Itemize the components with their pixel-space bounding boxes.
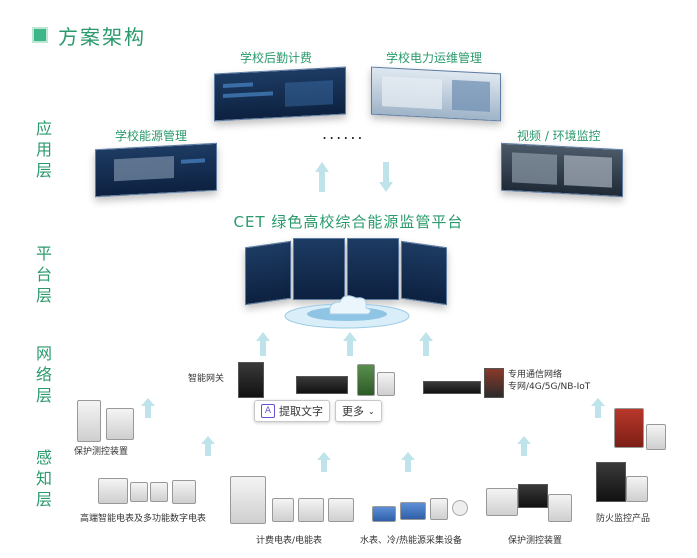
title-icon [32,27,48,43]
energy-screen [95,142,217,198]
up-arrow-icon [517,436,531,456]
page-title: 方案架构 [58,25,146,49]
app-logistics-label: 学校后勤计费 [240,51,313,65]
layer-platform: 平台层 [35,244,52,305]
app-power-ops-label: 学校电力运维管理 [386,51,483,65]
fire-panel-2 [646,424,666,450]
up-arrow-icon [419,332,433,356]
comm-device [484,368,504,398]
more-button[interactable]: 更多 ⌄ [335,400,382,422]
protection-device-top-2 [106,408,134,440]
platform-cloud-icon [284,295,410,329]
billing-meter-2 [272,498,294,522]
app-video-env-label: 视频 / 环境监控 [517,129,601,143]
protection-device-bottom-2 [518,484,548,508]
water-meter-1 [372,506,396,522]
more-label: 更多 [342,405,364,418]
down-arrow-icon [379,162,393,192]
billing-meter-1 [230,476,266,524]
fire-panel-1 [614,408,644,448]
modem-device [357,364,375,396]
text-extract-icon: A [261,404,275,418]
smart-meter-3 [150,482,168,502]
comm-label-2: 专网/4G/5G/NB-IoT [508,382,591,392]
protection-bottom-label: 保护测控装置 [508,536,563,546]
up-arrow-icon [141,398,155,418]
gateway-device [238,362,264,398]
smart-meter-4 [172,480,196,504]
extract-text-button[interactable]: A 提取文字 [254,400,330,422]
billing-label: 计费电表/电能表 [256,536,323,546]
protection-device-bottom-3 [548,494,572,522]
protection-top-label: 保护测控装置 [74,447,129,457]
fire-panel-3 [596,462,626,502]
fire-panel-4 [626,476,648,502]
layer-application: 应用层 [35,119,52,180]
smart-meter-1 [98,478,128,504]
gateway-label: 智能网关 [188,374,225,384]
router-device [296,376,348,394]
layer-perception: 感知层 [35,448,52,509]
logistics-screen [214,66,346,122]
water-label: 水表、冷/热能源采集设备 [360,536,463,546]
platform-screen-wall [245,236,447,316]
up-arrow-icon [343,332,357,356]
heat-sensor-2 [452,500,468,516]
platform-title: CET 绿色高校综合能源监管平台 [233,213,464,231]
app-ellipsis: ...... [322,124,365,143]
smart-meter-2 [130,482,148,502]
water-meter-2 [400,502,426,520]
power-ops-screen [371,66,501,122]
heat-sensor-1 [430,498,448,520]
io-module-device [377,372,395,396]
up-arrow-icon [256,332,270,356]
switch-device [423,381,481,394]
protection-device-bottom-1 [486,488,518,516]
layer-network: 网络层 [35,344,52,405]
billing-meter-4 [328,498,354,522]
protection-device-top-1 [77,400,101,442]
up-arrow-icon [591,398,605,418]
app-energy-label: 学校能源管理 [115,129,188,143]
fire-label: 防火监控产品 [596,514,651,524]
up-arrow-icon [315,162,329,192]
billing-meter-3 [298,498,324,522]
video-env-screen [501,142,623,198]
meters-label: 高端智能电表及多功能数字电表 [80,514,207,524]
up-arrow-icon [201,436,215,456]
comm-label-1: 专用通信网络 [508,370,563,380]
chevron-down-icon: ⌄ [368,406,375,416]
extract-text-label: 提取文字 [279,405,323,418]
up-arrow-icon [401,452,415,472]
up-arrow-icon [317,452,331,472]
